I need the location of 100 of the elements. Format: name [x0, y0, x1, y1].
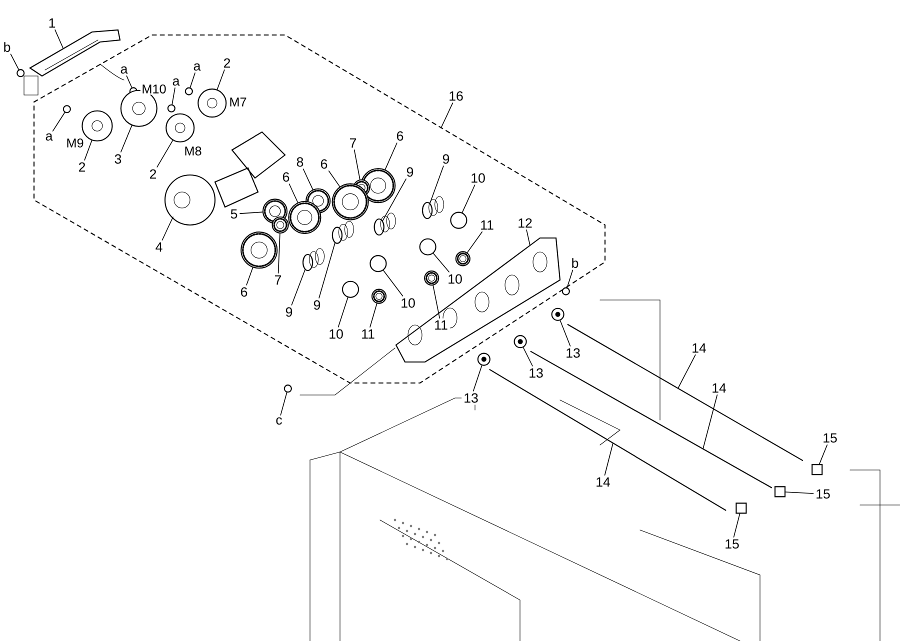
- callout-number: 9: [283, 305, 295, 319]
- leader-line: [472, 365, 482, 392]
- leader-line: [278, 233, 280, 274]
- leader-line: [52, 112, 66, 132]
- callout-number: 2: [76, 160, 88, 174]
- leader-line: [328, 170, 340, 187]
- callout-number: 10: [398, 296, 418, 310]
- leader-line: [162, 216, 174, 241]
- leader-line: [291, 269, 306, 306]
- callout-number: 7: [272, 273, 284, 287]
- callout-number: 12: [516, 216, 534, 230]
- leader-line: [432, 253, 450, 272]
- callout-number: 6: [318, 157, 330, 171]
- motor-label: M10: [140, 83, 168, 95]
- callout-number: 13: [564, 346, 582, 360]
- leader-line: [354, 149, 360, 180]
- leader-line: [382, 270, 404, 296]
- callout-number: 14: [690, 341, 708, 355]
- leader-line: [172, 88, 176, 105]
- leader-line: [190, 72, 196, 88]
- leader-line: [432, 285, 440, 319]
- coupling: [342, 280, 360, 298]
- callout-number: b: [569, 256, 581, 270]
- callout-number: 14: [710, 381, 728, 395]
- callout-number: 6: [394, 129, 406, 143]
- callout-number: 14: [594, 475, 612, 489]
- motor-label: M7: [228, 96, 248, 108]
- callout-number: 15: [722, 537, 742, 551]
- callout-number: 5: [228, 207, 240, 221]
- callout-number: a: [191, 61, 203, 73]
- leader-line: [302, 168, 314, 190]
- callout-number: 8: [294, 155, 306, 169]
- screw: [167, 104, 176, 112]
- spring: [422, 196, 444, 220]
- callout-number: 15: [820, 431, 840, 445]
- leader-line: [818, 444, 828, 464]
- motor: [166, 113, 195, 142]
- side-plate: [395, 237, 561, 363]
- screw: [62, 105, 71, 114]
- leader-line: [288, 184, 298, 203]
- leader-line: [240, 212, 263, 214]
- coupling: [450, 212, 468, 229]
- leader-line: [526, 230, 530, 246]
- callout-number: 16: [446, 89, 466, 103]
- leader-line: [566, 270, 574, 288]
- leader-line: [604, 442, 614, 476]
- spring: [374, 212, 396, 236]
- callout-number: 13: [462, 391, 480, 405]
- leader-line: [440, 102, 454, 128]
- leader-line: [370, 303, 378, 328]
- coupling: [370, 255, 387, 272]
- leader-line: [466, 231, 482, 253]
- leader-line: [733, 513, 740, 538]
- bearing: [477, 352, 490, 366]
- leader-line: [54, 29, 64, 48]
- gear: [240, 232, 278, 269]
- leader-line: [382, 178, 406, 222]
- callout-number: 10: [326, 327, 346, 341]
- callout-number: 11: [478, 218, 496, 232]
- leader-line: [84, 140, 92, 160]
- leader-line: [156, 140, 174, 168]
- callout-number: 4: [153, 240, 165, 254]
- leader-line: [126, 76, 132, 88]
- bearing: [514, 335, 527, 348]
- shaft: [567, 324, 804, 461]
- callout-number: 2: [147, 167, 159, 181]
- callout-number: 3: [112, 152, 124, 166]
- coupling: [419, 238, 436, 256]
- leader-line: [462, 184, 476, 213]
- callout-number: 13: [526, 366, 546, 380]
- gear: [455, 251, 470, 266]
- motor: [82, 110, 113, 142]
- callout-number: 2: [221, 56, 233, 70]
- callout-number: c: [274, 415, 284, 427]
- leader-line: [120, 125, 132, 152]
- callout-number: 6: [238, 285, 250, 299]
- gear: [272, 216, 289, 234]
- screw: [284, 384, 292, 393]
- callout-number: a: [118, 64, 130, 76]
- shaft-end: [736, 502, 747, 514]
- shaft: [489, 369, 726, 511]
- leader-line: [522, 347, 533, 366]
- gear: [371, 288, 387, 304]
- callout-number: 10: [446, 272, 464, 286]
- leader-line: [785, 492, 814, 494]
- callout-number: 6: [280, 170, 292, 184]
- bearing: [551, 308, 564, 321]
- callout-number: 1: [46, 16, 58, 30]
- callout-number: a: [170, 76, 182, 88]
- motor: [198, 88, 227, 118]
- screw: [562, 287, 570, 296]
- leader-line: [318, 242, 336, 298]
- leader-line: [246, 267, 254, 286]
- gear: [424, 270, 440, 286]
- leader-line: [702, 394, 718, 450]
- leader-line: [280, 392, 288, 416]
- callout-number: 7: [347, 136, 359, 150]
- leader-line: [678, 354, 696, 388]
- shaft-end: [812, 464, 823, 476]
- leader-line: [216, 70, 225, 90]
